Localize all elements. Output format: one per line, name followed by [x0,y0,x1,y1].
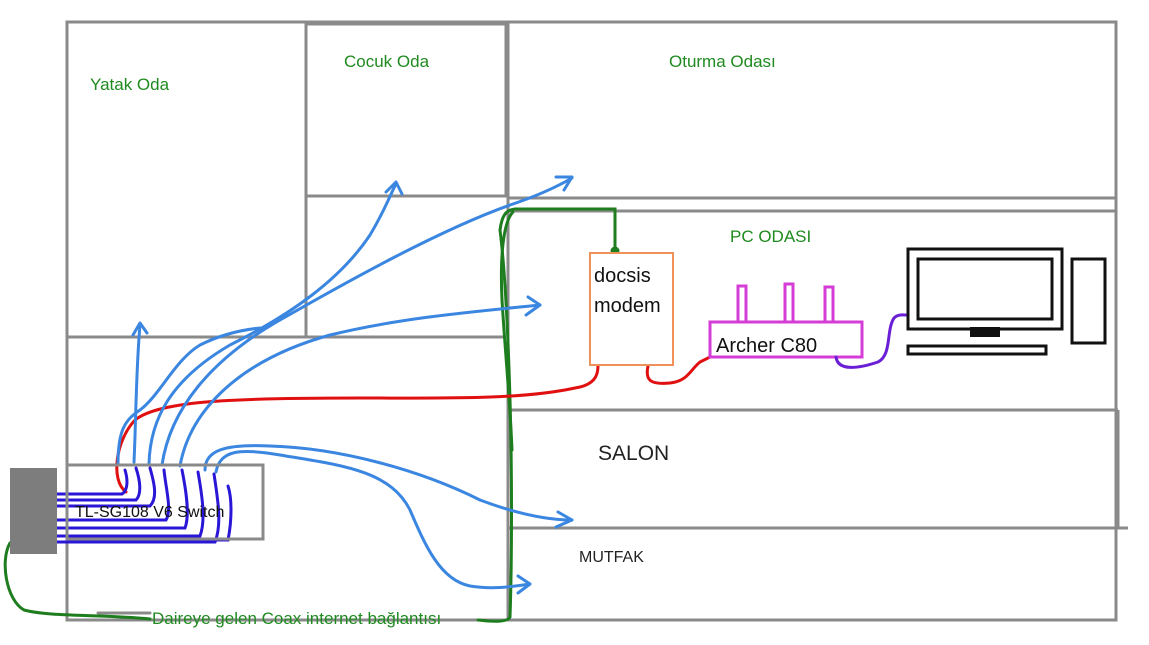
lan-cables-blue [116,175,574,595]
lan-mutfak [214,449,532,590]
lan-cocuk-oda [147,182,398,466]
router-body [708,320,864,359]
modem-label-line1: docsis [594,265,651,287]
lan-yatak-oda [132,323,142,464]
router-antenna-2 [783,282,795,324]
monitor-outer [906,247,1064,331]
patch-cable-2 [54,466,142,502]
lan-salon-arrowhead [554,510,574,529]
coax-annotation: Daireye gelen Coax internet bağlantısı [152,609,441,628]
router-label: Archer C80 [716,335,817,357]
patch-cable-1 [54,468,129,496]
yatak-oda-wall [65,20,308,339]
monitor-screen [916,257,1054,321]
coax-cable [3,207,620,623]
lan-salon [203,444,574,522]
lan-extra-loop [116,326,262,466]
lan-mutfak-arrowhead [516,574,532,595]
room-label-yatak-oda: Yatak Oda [90,75,170,94]
room-label-cocuk-oda: Cocuk Oda [344,52,430,71]
modem-to-router-cable [645,354,714,385]
switch-to-modem-cable [115,364,600,494]
docsis-modem [589,252,674,366]
router-antenna-1 [736,284,748,324]
coax-path-riser-dup [499,210,515,452]
ethernet-cables-red [115,354,714,494]
patch-cable-7 [54,472,221,544]
patch-cable-4 [54,468,171,522]
lan-pc-odasi [178,303,542,468]
patch-cable-5 [54,468,189,530]
patch-cable-3 [54,466,157,508]
router-to-pc-cable [834,313,910,369]
patch-cable-6 [54,470,205,538]
monitor-base [970,331,1000,337]
lan-cocuk-oda-arrowhead [384,180,404,196]
modem-label-line2: modem [594,295,661,317]
pc-workstation [906,247,1107,356]
lan-oturma-odasi [160,176,574,467]
room-label-oturma-odasi: Oturma Odası [669,52,776,71]
keyboard [906,344,1048,356]
pc-tower [1070,257,1107,345]
switch-box [65,463,265,541]
lan-oturma-odasi-arrowhead [554,175,574,192]
router-antenna-3 [823,285,835,324]
room-label-mutfak: MUTFAK [579,549,644,566]
room-label-salon: SALON [598,442,669,465]
room-label-pc-odasi: PC ODASI [730,227,811,246]
coax-path-main [3,541,152,621]
lan-pc-odasi-arrowhead [524,295,542,317]
archer-router [708,282,864,359]
switch-label: TL-SG108 V6 Switch [75,504,224,521]
lan-yatak-oda-arrowhead [131,321,149,337]
coax-wall-jack [10,468,57,554]
cocuk-oda-wall [304,22,508,198]
